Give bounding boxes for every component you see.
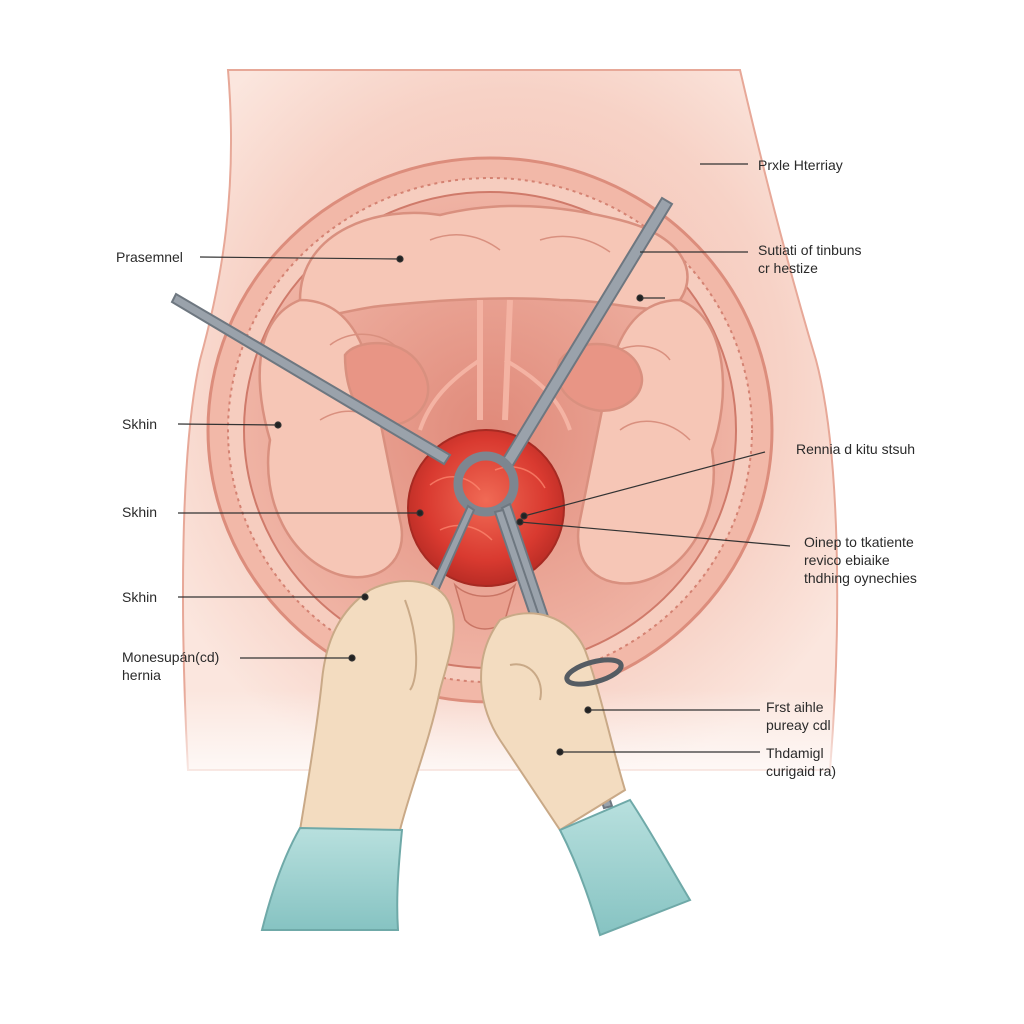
label-text: Skhin: [122, 504, 158, 520]
label-rennia: Rennia d kitu stsuh: [796, 440, 915, 458]
label-text: hernia: [122, 667, 161, 683]
label-text: Skhin: [122, 589, 158, 605]
label-monesupan-hernia: Monesupán(cd) hernia: [122, 648, 219, 684]
label-skhin-1: Skhin: [122, 415, 157, 433]
label-frst-aihle: Frst aihle pureay cdl: [766, 698, 831, 734]
label-skhin-2: Skhin: [122, 503, 157, 521]
label-thdamigl: Thdamigl curigaid ra): [766, 744, 836, 780]
label-text: Prxle Hterriay: [758, 157, 843, 173]
label-text: Prasemnel: [116, 249, 183, 265]
label-oinep: Oinep to tkatiente revico ebiaike thdhin…: [804, 533, 917, 587]
label-text: Rennia d kitu stsuh: [796, 441, 916, 457]
label-text: thdhing oynechies: [804, 570, 917, 586]
label-text: Frst aihle: [766, 699, 824, 715]
label-text: Skhin: [122, 416, 158, 432]
label-text: cr hestize: [758, 260, 818, 276]
label-text: Monesupán(cd): [122, 649, 220, 665]
mesenteric-vessels: [418, 299, 572, 431]
label-text: Oinep to tkatiente: [804, 534, 914, 550]
label-text: pureay cdl: [766, 717, 831, 733]
label-prasemnel: Prasemnel: [116, 248, 183, 266]
label-skhin-3: Skhin: [122, 588, 157, 606]
label-text: Thdamigl: [766, 745, 824, 761]
label-text: Sutiati of tinbuns: [758, 242, 862, 258]
leader-lines: [177, 163, 791, 756]
label-prxle-hterriay: Prxle Hterriay: [758, 156, 843, 174]
surgeon-sleeves: [260, 798, 692, 937]
gloved-hands: [298, 580, 627, 832]
label-sutiati-of-tinbuns: Sutiati of tinbuns cr hestize: [758, 241, 862, 277]
label-text: curigaid ra): [766, 763, 837, 779]
label-text: revico ebiaike: [804, 552, 890, 568]
